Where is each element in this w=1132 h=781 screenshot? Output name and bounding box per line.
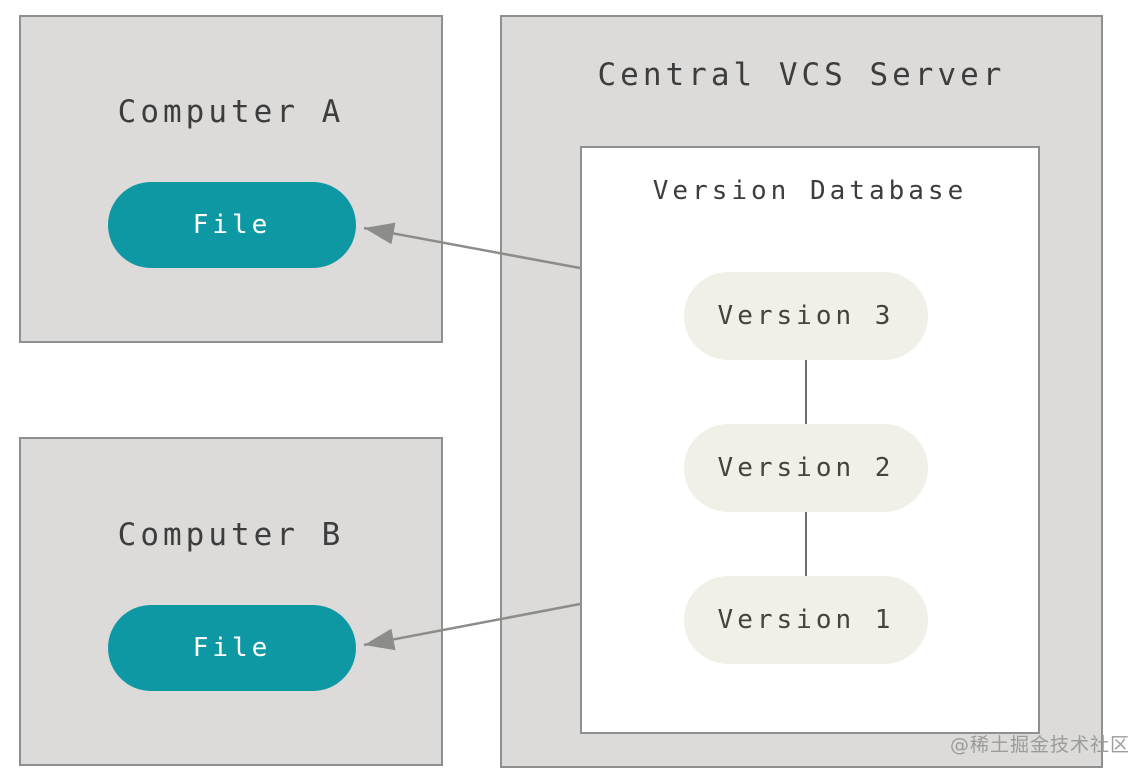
file-pill-a: File [108, 182, 356, 268]
connector-v3-v2 [805, 360, 807, 424]
version-database-box: Version Database Version 3 Version 2 Ver… [580, 146, 1040, 734]
computer-b-title: Computer B [117, 517, 345, 553]
version-2-pill: Version 2 [684, 424, 928, 512]
central-vcs-server-box: Central VCS Server Version Database Vers… [500, 15, 1103, 768]
version-database-title: Version Database [652, 176, 968, 206]
computer-a-box: Computer A File [19, 15, 443, 343]
computer-a-title: Computer A [117, 94, 345, 130]
computer-b-box: Computer B File [19, 437, 443, 766]
version-1-pill: Version 1 [684, 576, 928, 664]
connector-v2-v1 [805, 512, 807, 576]
central-vcs-server-title: Central VCS Server [597, 57, 1006, 93]
file-pill-b: File [108, 605, 356, 691]
watermark: @稀土掘金技术社区 [949, 734, 1130, 756]
version-3-pill: Version 3 [684, 272, 928, 360]
